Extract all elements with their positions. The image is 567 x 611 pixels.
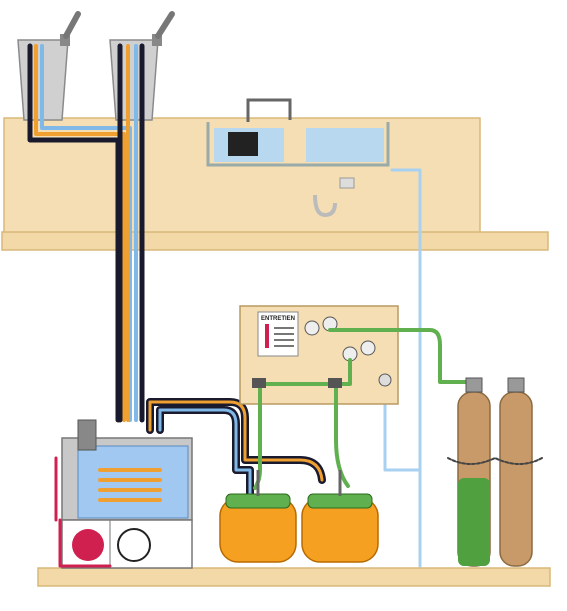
beer-line-bundle xyxy=(27,43,145,423)
pressure-regulator-icon xyxy=(378,373,392,387)
floor xyxy=(37,567,551,587)
tap-tower-left xyxy=(17,11,81,121)
water-line xyxy=(390,168,422,568)
keg-2 xyxy=(301,470,379,563)
sink xyxy=(206,98,390,218)
compressor-icon xyxy=(72,529,104,561)
panel-label: ENTRETIEN xyxy=(261,316,295,322)
gas-valve-icon xyxy=(328,378,342,388)
cooler-unit xyxy=(54,419,193,569)
keg-line-bundle xyxy=(146,398,326,499)
water-line-regulator xyxy=(383,383,422,472)
fan-icon xyxy=(117,528,151,562)
pressure-gauge-icon xyxy=(360,340,376,356)
maintenance-panel: ENTRETIEN xyxy=(239,305,399,405)
gas-valve-icon xyxy=(252,378,266,388)
pressure-gauge-icon xyxy=(304,320,320,336)
gas-cylinder-1 xyxy=(457,377,491,567)
gas-cylinder-2 xyxy=(499,377,533,567)
cylinder-chain xyxy=(447,457,543,465)
thermometer-icon xyxy=(265,324,269,348)
keg-1 xyxy=(219,470,297,563)
